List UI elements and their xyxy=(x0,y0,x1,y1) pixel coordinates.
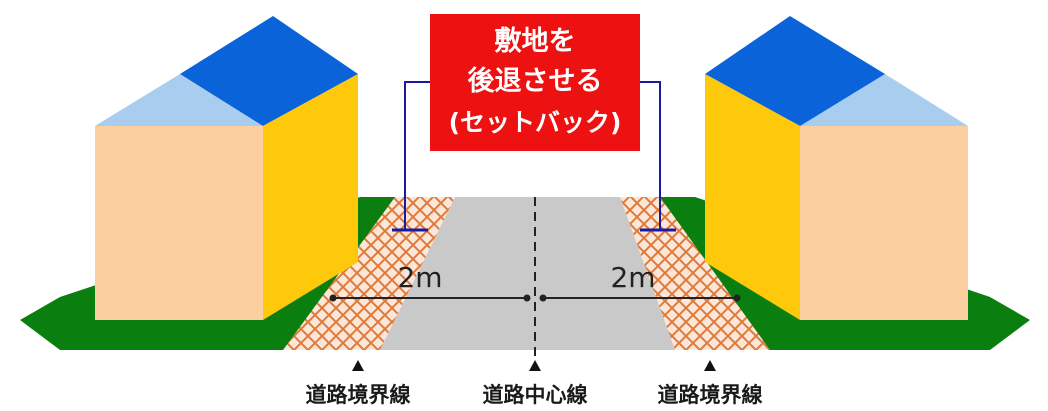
callout-line-3: (セットバック) xyxy=(449,108,622,137)
house-right-roof-light xyxy=(800,74,968,126)
dimension-right xyxy=(539,294,741,302)
house-left-roof-dark xyxy=(180,16,358,126)
house-left-front xyxy=(95,126,263,320)
dimension-right-label: 2m xyxy=(610,261,655,294)
setback-callout-box xyxy=(430,14,640,151)
callout-line-2: 後退させる xyxy=(468,66,603,97)
leader-line-left xyxy=(404,81,430,230)
road xyxy=(380,197,675,350)
house-right-side xyxy=(705,74,800,320)
house-right-roof-dark xyxy=(705,16,885,126)
triangle-marker-icon xyxy=(352,360,364,371)
setback-strip-right xyxy=(620,197,770,350)
label-center-line: 道路中心線 xyxy=(483,383,588,407)
dimension-left-label: 2m xyxy=(397,261,442,294)
label-right-boundary: 道路境界線 xyxy=(658,383,763,407)
triangle-marker-icon xyxy=(704,360,716,371)
house-left-side xyxy=(263,74,358,320)
dimension-left xyxy=(329,294,531,302)
setback-strip-left xyxy=(283,197,455,350)
triangle-marker-icon xyxy=(529,360,541,371)
label-left-boundary: 道路境界線 xyxy=(306,383,411,407)
house-right-front xyxy=(800,126,968,320)
house-right xyxy=(705,16,968,320)
leader-line-right xyxy=(640,81,661,230)
callout-line-1: 敷地を xyxy=(495,25,576,57)
house-left-roof-light xyxy=(95,74,263,126)
house-left xyxy=(95,16,358,320)
